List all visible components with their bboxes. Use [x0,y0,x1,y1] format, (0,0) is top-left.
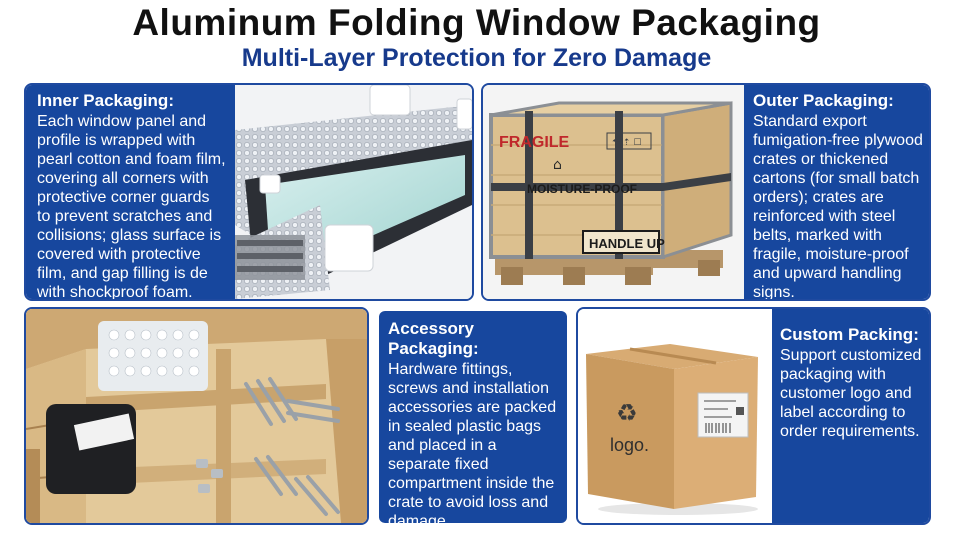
accessory-packaging-text: Hardware fittings, screws and installati… [388,361,557,530]
svg-text:♻: ♻ [616,399,638,427]
inner-packaging-panel: Inner Packaging: Each window panel and p… [26,85,235,299]
custom-packing-heading: Custom Packing: [780,325,919,344]
outer-packaging-panel: Outer Packaging: Standard export fumigat… [744,85,929,299]
custom-packing-panel: Custom Packing: Support customized packa… [772,309,929,523]
svg-text:⌂: ⌂ [553,157,562,173]
fragile-label: FRAGILE [499,134,570,151]
outer-packaging-text: Standard export fumigation-free plywood … [753,113,923,301]
carton-box-photo: ♻ logo. [578,309,772,523]
inner-packaging-card: Inner Packaging: Each window panel and p… [24,83,474,301]
accessory-packaging-heading: Accessory Packaging: [388,319,479,358]
page-title: Aluminum Folding Window Packaging [132,2,821,43]
svg-text:☂ ⇡ ☐: ☂ ⇡ ☐ [612,138,641,148]
outer-packaging-card: FRAGILE ☂ ⇡ ☐ ⌂ MOISTURE-PROOF HANDLE UP… [481,83,931,301]
accessory-packaging-panel: Accessory Packaging: Hardware fittings, … [379,311,567,530]
custom-packing-card: ♻ logo. Custom Packing: Support customiz… [576,307,931,525]
accessory-photo-card [24,307,369,525]
custom-packing-text: Support customized packaging with custom… [780,347,922,440]
handle-up-label: HANDLE UP [589,236,665,251]
inner-packaging-text: Each window panel and profile is wrapped… [37,113,226,301]
moisture-proof-label: MOISTURE-PROOF [527,182,637,196]
wooden-crate-photo: FRAGILE ☂ ⇡ ☐ ⌂ MOISTURE-PROOF HANDLE UP [483,85,744,299]
outer-packaging-heading: Outer Packaging: [753,91,894,110]
window-frame-photo [235,85,472,299]
page-subtitle: Multi-Layer Protection for Zero Damage [241,44,712,72]
inner-packaging-heading: Inner Packaging: [37,91,174,110]
box-logo-text: logo. [610,435,649,455]
hardware-compartment-photo [26,309,367,523]
